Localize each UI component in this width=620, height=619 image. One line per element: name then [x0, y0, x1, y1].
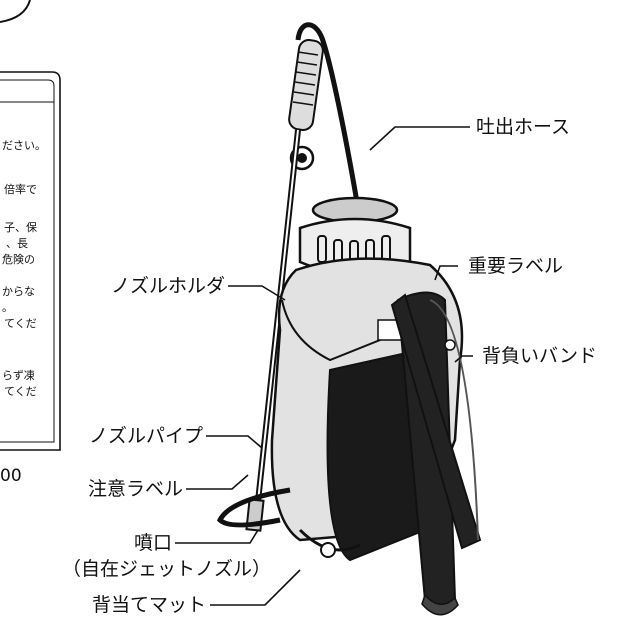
label-shoulder-strap: 背負いバンド: [482, 345, 597, 367]
discharge-hose: [295, 22, 363, 221]
leader-caution: [186, 474, 249, 490]
notice-line-4: 、長: [6, 237, 28, 250]
label-nozzle-sub: （自在ジェットノズル）: [62, 558, 272, 580]
notice-line-6: からな: [2, 285, 35, 298]
notice-line-8: てくだ: [4, 317, 37, 330]
notice-line-10: てくだ: [4, 385, 37, 398]
leader-important: [434, 265, 458, 281]
label-caution-label: 注意ラベル: [87, 478, 183, 500]
notice-card-frame: [0, 71, 61, 451]
label-discharge-hose: 吐出ホース: [476, 116, 571, 138]
leader-strap: [454, 355, 473, 363]
label-important-label: 重要ラベル: [468, 255, 564, 277]
leader-holder: [228, 285, 286, 301]
notice-line-7: 。: [2, 301, 13, 314]
notice-line-1: ださい。: [2, 139, 46, 152]
page-number-fragment: 00: [0, 466, 22, 486]
notice-line-3: 子、保: [4, 221, 37, 234]
notice-card-inner: [0, 79, 55, 443]
label-nozzle-holder: ノズルホルダ: [110, 275, 225, 297]
notice-line-2: 倍率で: [4, 183, 37, 196]
leader-pipe: [206, 435, 263, 449]
notice-line-5: 危険の: [2, 253, 35, 266]
badge-circle-fragment: [0, 0, 31, 23]
label-back-mat: 背当てマット: [91, 594, 206, 616]
label-nozzle: 噴口: [133, 532, 172, 554]
shoulder-strap-2: [390, 293, 482, 550]
leader-nozzle: [175, 529, 259, 544]
notice-line-9: らず凍: [2, 369, 35, 382]
leader-mat: [210, 569, 301, 606]
base-hose-loop: [216, 487, 291, 528]
label-nozzle-pipe: ノズルパイプ: [88, 425, 203, 447]
leader-hose: [369, 126, 470, 151]
